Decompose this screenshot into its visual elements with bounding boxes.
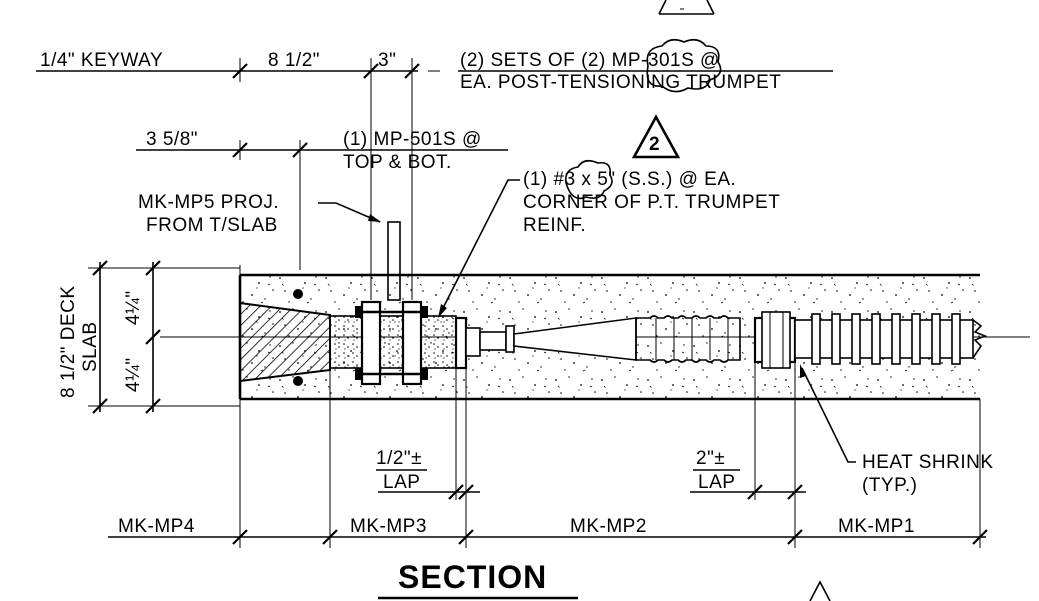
proj-leader [318, 202, 381, 223]
heat-shrink-leader [801, 367, 856, 463]
slab-label-line2: SLAB [80, 321, 101, 372]
lap2-value: 2"± [696, 448, 725, 469]
corrugated-duct [794, 313, 988, 365]
revision-triangle [631, 114, 681, 159]
mp501-note-line1: (1) MP-501S @ [343, 129, 482, 150]
keyway-block [239, 301, 331, 383]
revision-cloud-bar [564, 159, 613, 200]
mark-mp4: MK-MP4 [118, 516, 195, 537]
mp501-note-line2: TOP & BOT. [343, 152, 452, 173]
revision-number: 2 [649, 134, 660, 155]
mark-mp3: MK-MP3 [350, 516, 427, 537]
slab-half-top: 4¼" [123, 290, 144, 325]
slab-label-line1: 8 1/2" DECK [58, 285, 79, 398]
slab-thickness-dimension [88, 260, 240, 414]
mark-mp1: MK-MP1 [838, 516, 915, 537]
reinf-note-line2: CORNER OF P.T. TRUMPET [523, 192, 780, 213]
bolted-flanges [355, 300, 428, 386]
top-bar [293, 289, 303, 299]
revision-cloud-mp301s [646, 38, 722, 93]
lap2-label: LAP [698, 472, 735, 493]
heat-shrink-line2: (TYP.) [862, 475, 917, 496]
sets-note-line2: EA. POST-TENSIONING TRUMPET [460, 72, 781, 93]
keyway-dimension: 1/4" KEYWAY [40, 50, 163, 71]
section-title: SECTION [398, 559, 547, 595]
heat-shrink-coupler [753, 311, 797, 369]
proj-note-line1: MK-MP5 PROJ. [138, 192, 279, 213]
heat-shrink-line1: HEAT SHRINK [862, 452, 994, 473]
anchor-zone [329, 315, 457, 369]
lap1-dimension [376, 368, 480, 500]
lap1-label: LAP [383, 472, 420, 493]
dimension-3-5-8: 3 5/8" [146, 129, 198, 150]
lap1-value: 1/2"± [376, 448, 422, 469]
dimension-3-5-8-line [136, 140, 508, 270]
partial-revision-triangle [658, 0, 715, 15]
dimension-8-1-2: 8 1/2" [268, 50, 320, 71]
bottom-caret [809, 580, 831, 601]
sets-note-line1: (2) SETS OF (2) MP-301S @ [460, 50, 720, 71]
top-dimension-line [36, 58, 440, 300]
proj-note-line2: FROM T/SLAB [146, 215, 278, 236]
bottom-bar [293, 376, 303, 386]
mark-mp2: MK-MP2 [570, 516, 647, 537]
reinf-note-line3: REINF. [523, 215, 586, 236]
reinf-leader [439, 179, 520, 315]
anchor-plate [454, 316, 468, 370]
pt-trumpet [479, 315, 741, 363]
slab-half-bottom: 4¼" [123, 357, 144, 392]
lap2-dimension [690, 362, 806, 500]
dimension-3: 3" [378, 50, 396, 71]
bottom-mark-dimension [108, 370, 988, 548]
reinf-note-line1: (1) #3 x 5" (S.S.) @ EA. [523, 169, 736, 190]
